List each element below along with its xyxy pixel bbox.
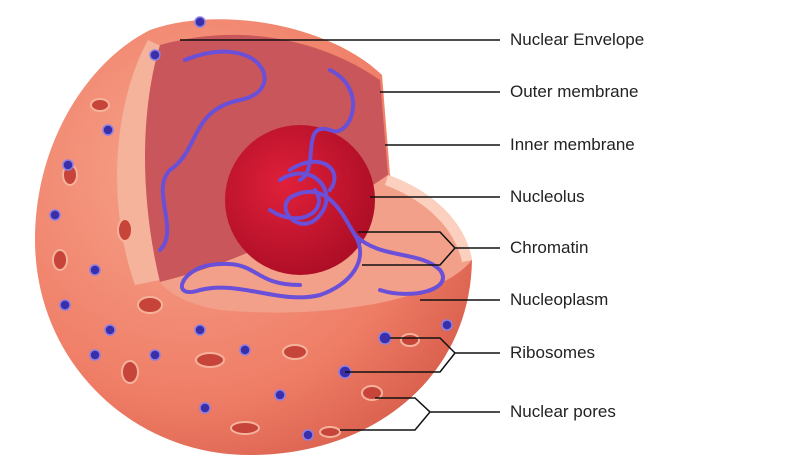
label-chromatin: Chromatin	[510, 238, 589, 257]
leader-lines	[180, 39, 500, 431]
nuclear-pores	[52, 98, 420, 438]
label-nuclear-pores: Nuclear pores	[510, 402, 616, 421]
cut-edge	[385, 175, 472, 262]
label-nucleoplasm: Nucleoplasm	[510, 290, 609, 309]
label-outer-membrane: Outer membrane	[510, 82, 639, 101]
label-ribosomes: Ribosomes	[510, 343, 596, 362]
label-nucleolus: Nucleolus	[510, 187, 585, 206]
label-nuclear-envelope: Nuclear Envelope	[510, 30, 645, 49]
chromatin-strands	[158, 49, 445, 300]
nucleolus	[225, 125, 375, 275]
label-inner-membrane: Inner membrane	[510, 135, 635, 154]
ribosomes	[49, 16, 453, 441]
